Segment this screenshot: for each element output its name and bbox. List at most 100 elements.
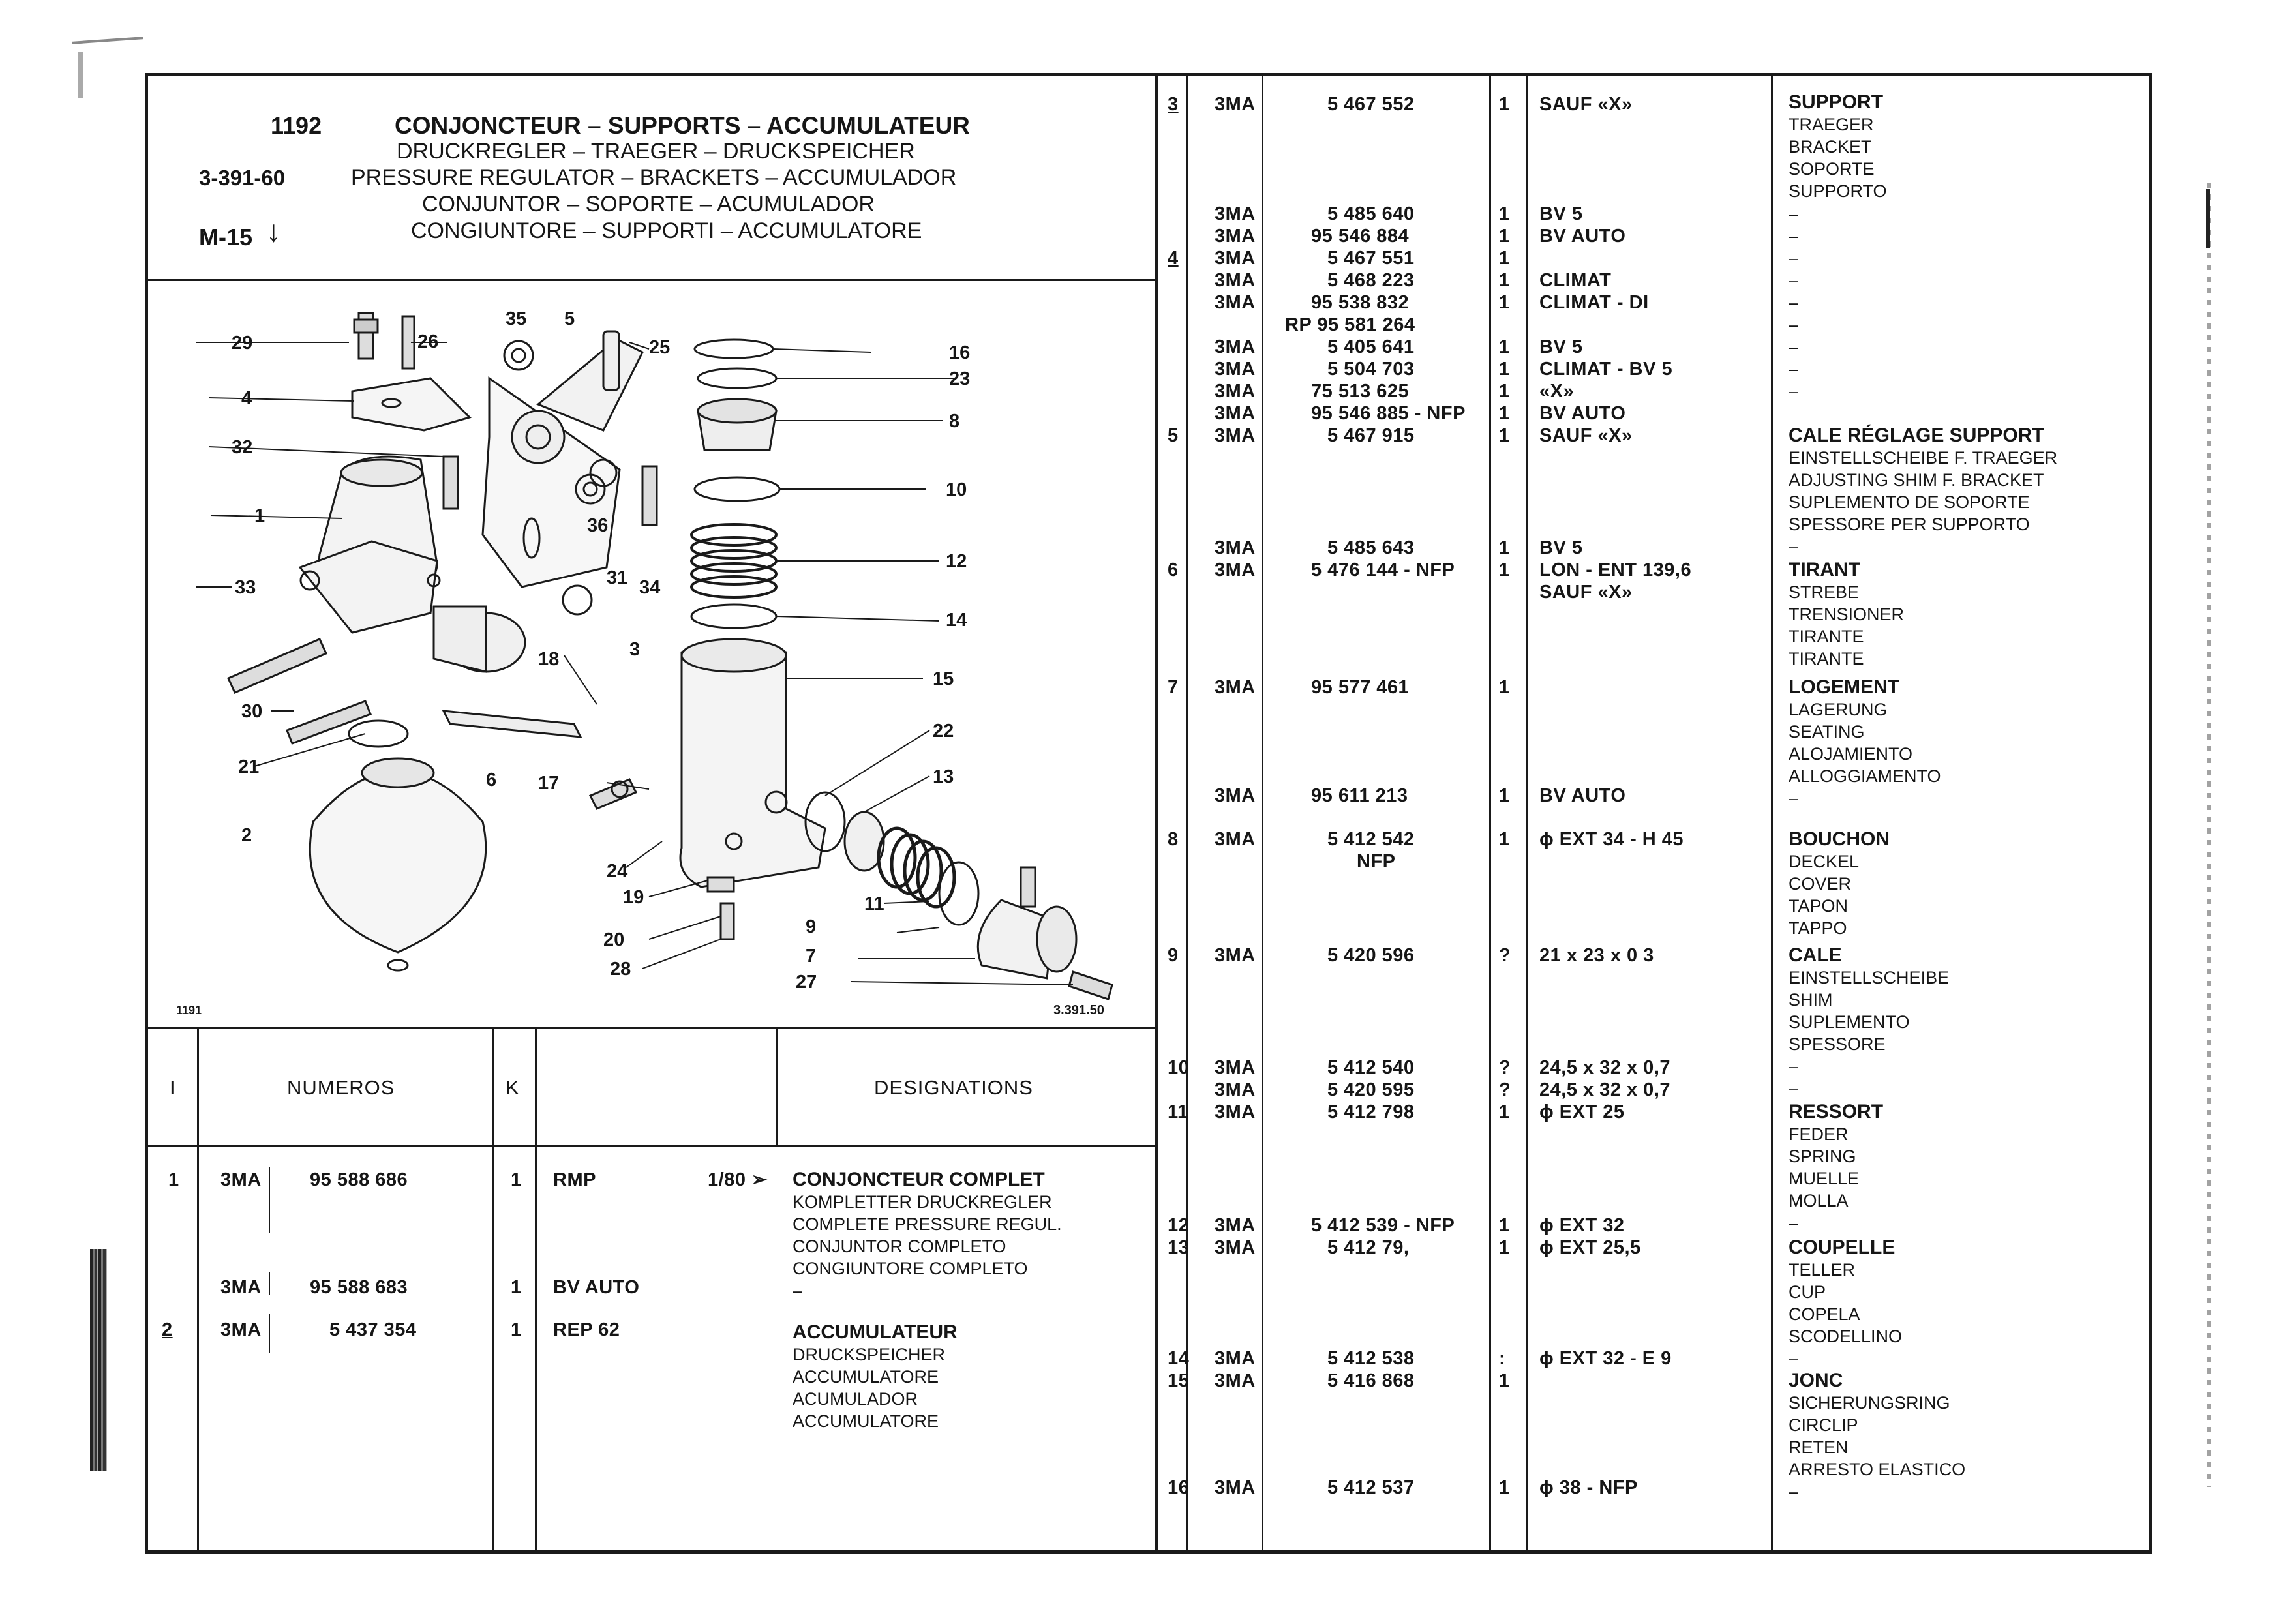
corner-scan-mark xyxy=(78,52,83,98)
designation-line: – xyxy=(1789,382,1799,401)
designation-line: ALLOGGIAMENTO xyxy=(1789,766,1941,786)
row-prefix: 3MA xyxy=(1215,203,1256,224)
designation-main: CALE xyxy=(1789,944,1842,966)
binding-stripe xyxy=(90,1249,107,1471)
callout-label: 27 xyxy=(796,972,817,993)
row-prefix: 3MA xyxy=(220,1169,262,1190)
designation-main: CONJONCTEUR COMPLET xyxy=(793,1169,1045,1190)
row-prefix: 3MA xyxy=(1215,94,1256,115)
col-divider xyxy=(492,1027,494,1552)
row-qty: 1 xyxy=(1499,337,1510,357)
row-index: 9 xyxy=(1168,945,1179,966)
col-divider xyxy=(1771,73,1773,1554)
callout-label: 34 xyxy=(639,577,660,598)
row-index: 13 xyxy=(1168,1237,1190,1258)
row-number: 5 412 537 xyxy=(1327,1477,1415,1498)
callout-label: 9 xyxy=(806,916,816,937)
designation-line: DRUCKSPEICHER xyxy=(793,1345,946,1364)
corner-scan-mark xyxy=(71,37,144,44)
designation-line: SPESSORE xyxy=(1789,1034,1886,1054)
row-note: ϕ EXT 34 - H 45 xyxy=(1539,829,1684,850)
row-number: 5 412 79, xyxy=(1327,1237,1410,1258)
designation-line: – xyxy=(1789,1057,1799,1076)
designation-line: DECKEL xyxy=(1789,852,1860,871)
callout-label: 8 xyxy=(949,411,959,432)
callout-label: 21 xyxy=(238,757,259,777)
prefix-divider xyxy=(269,1314,270,1353)
designation-line: SOPORTE xyxy=(1789,159,1875,179)
row-prefix: 3MA xyxy=(1215,785,1256,806)
designation-line: SUPLEMENTO xyxy=(1789,1012,1910,1032)
designation-line: TRENSIONER xyxy=(1789,605,1905,624)
designation-line: TAPON xyxy=(1789,896,1849,916)
designation-main: TIRANT xyxy=(1789,559,1860,580)
row-number: RP 95 581 264 xyxy=(1285,314,1415,335)
row-qty: 1 xyxy=(1499,829,1510,850)
row-qty: 1 xyxy=(511,1169,522,1190)
row-note: ϕ EXT 25,5 xyxy=(1539,1237,1641,1258)
row-index: 16 xyxy=(1168,1477,1190,1498)
row-prefix: 3MA xyxy=(1215,1348,1256,1369)
row-qty: 1 xyxy=(1499,381,1510,402)
designation-line: TAPPO xyxy=(1789,918,1847,938)
col-header-qty: K xyxy=(506,1076,520,1099)
designation-line: – xyxy=(1789,537,1799,556)
callout-label: 13 xyxy=(933,766,954,787)
row-qty: 1 xyxy=(1499,677,1510,698)
col-divider xyxy=(1489,73,1491,1554)
row-note: SAUF «X» xyxy=(1539,425,1633,446)
row-qty: : xyxy=(1499,1348,1506,1369)
row-qty: 1 xyxy=(1499,1102,1510,1122)
row-qty: 1 xyxy=(1499,226,1510,247)
col-header-designations: DESIGNATIONS xyxy=(874,1076,1033,1099)
callout-label: 28 xyxy=(610,959,631,980)
callout-label: 29 xyxy=(232,333,252,353)
designation-line: – xyxy=(1789,1213,1799,1233)
designation-line: FEDER xyxy=(1789,1124,1849,1144)
designation-line: ACUMULADOR xyxy=(793,1389,918,1409)
designation-line: – xyxy=(1789,1482,1799,1501)
row-note: BV AUTO xyxy=(1539,226,1626,247)
row-qty: 1 xyxy=(1499,1215,1510,1236)
designation-main: LOGEMENT xyxy=(1789,676,1899,698)
designation-main: SUPPORT xyxy=(1789,91,1884,113)
prefix-divider xyxy=(269,1167,270,1233)
callout-label: 2 xyxy=(241,825,252,846)
row-number: 95 546 885 - NFP xyxy=(1311,403,1466,424)
callout-label: 1 xyxy=(254,505,265,526)
designation-line: TELLER xyxy=(1789,1260,1856,1280)
row-number: 5 405 641 xyxy=(1327,337,1415,357)
row-prefix: 3MA xyxy=(1215,1215,1256,1236)
row-note: BV 5 xyxy=(1539,203,1583,224)
designation-main: ACCUMULATEUR xyxy=(793,1321,958,1343)
row-qty: 1 xyxy=(1499,94,1510,115)
row-number: 5 412 539 - NFP xyxy=(1311,1215,1455,1236)
callout-label: 33 xyxy=(235,577,256,598)
col-divider xyxy=(1262,73,1263,1554)
exploded-diagram: 29 26 35 5 25 16 4 23 8 32 1 10 36 12 31… xyxy=(147,280,1155,1027)
row-note: RMP xyxy=(553,1169,596,1190)
row-number: 5 412 540 xyxy=(1327,1057,1415,1078)
callout-label: 26 xyxy=(417,331,438,352)
row-prefix: 3MA xyxy=(1215,337,1256,357)
row-prefix: 3MA xyxy=(1215,1079,1256,1100)
designation-line: – xyxy=(1789,226,1799,246)
designation-line: COPELA xyxy=(1789,1304,1860,1324)
row-number: 95 588 683 xyxy=(310,1277,408,1298)
callout-label: 24 xyxy=(607,861,627,882)
row-qty: ? xyxy=(1499,945,1511,966)
callout-label: 6 xyxy=(486,770,496,790)
row-prefix: 3MA xyxy=(1215,1057,1256,1078)
row-index: 6 xyxy=(1168,560,1179,580)
designation-line: – xyxy=(1789,1079,1799,1098)
row-note: 24,5 x 32 x 0,7 xyxy=(1539,1079,1670,1100)
designation-line: SEATING xyxy=(1789,722,1865,742)
page-frame xyxy=(145,73,2152,1554)
row-prefix: 3MA xyxy=(1215,1102,1256,1122)
designation-line: COVER xyxy=(1789,874,1852,894)
callout-label: 30 xyxy=(241,701,262,722)
row-prefix: 3MA xyxy=(1215,226,1256,247)
row-prefix: 3MA xyxy=(1215,403,1256,424)
row-number: 5 416 868 xyxy=(1327,1370,1415,1391)
right-edge-mark xyxy=(2206,189,2210,248)
